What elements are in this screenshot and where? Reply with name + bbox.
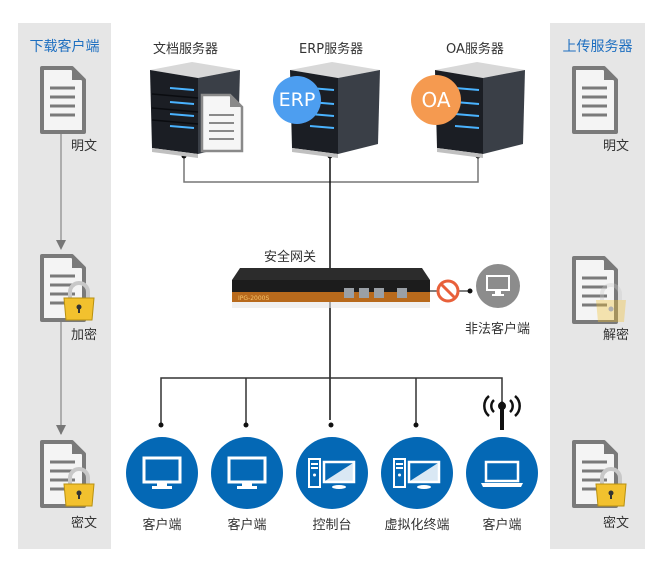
console-label: 控制台 xyxy=(312,518,352,533)
client-label-2: 客户端 xyxy=(227,518,267,533)
blocked-access-icon xyxy=(436,279,460,303)
ciphertext-document-icon xyxy=(38,440,95,508)
client-label-1: 客户端 xyxy=(142,518,182,533)
wireless-client-label: 客户端 xyxy=(482,518,522,533)
client-node-1[interactable] xyxy=(126,437,198,509)
right-panel-title: 上传服务器 xyxy=(562,39,633,55)
monitor-icon xyxy=(486,275,510,296)
server-label-document: 文档服务器 xyxy=(153,42,219,57)
gateway-label: 安全网关 xyxy=(264,250,317,265)
erp-badge-text: ERP xyxy=(278,89,316,111)
left-panel-title: 下载客户端 xyxy=(29,39,100,55)
wireless-signal-icon xyxy=(483,395,521,430)
plaintext-document-icon xyxy=(38,66,86,134)
desktop-pc-icon xyxy=(308,458,356,489)
left-step-label-plain: 明文 xyxy=(71,139,98,154)
right-step-label-plain: 明文 xyxy=(603,139,630,154)
oa-badge: OA xyxy=(411,75,461,125)
virtual-terminal-node[interactable] xyxy=(381,437,453,509)
ciphertext-document-icon xyxy=(570,440,627,508)
laptop-icon xyxy=(481,460,523,487)
console-node[interactable] xyxy=(296,437,368,509)
client-node-2[interactable] xyxy=(211,437,283,509)
faded-lock-icon xyxy=(596,283,626,322)
file-document-icon xyxy=(200,93,244,153)
illegal-client-node[interactable] xyxy=(476,264,520,308)
lock-icon xyxy=(595,467,627,507)
security-gateway-icon[interactable]: IPG-2000S xyxy=(232,268,430,310)
right-step-label-cipher: 密文 xyxy=(603,516,630,531)
lock-icon xyxy=(63,281,95,321)
left-step-label-encrypt: 加密 xyxy=(71,328,98,343)
erp-badge: ERP xyxy=(273,76,321,124)
right-step-label-decrypt: 解密 xyxy=(603,328,630,343)
server-label-oa: OA服务器 xyxy=(446,42,504,57)
gateway-model-text: IPG-2000S xyxy=(238,295,269,302)
illegal-client-label: 非法客户端 xyxy=(465,322,531,337)
monitor-icon xyxy=(227,456,267,489)
lock-icon xyxy=(63,467,95,507)
left-step-label-cipher: 密文 xyxy=(71,516,98,531)
monitor-icon xyxy=(142,456,182,489)
decrypting-document-icon xyxy=(570,256,626,324)
virtual-terminal-label: 虚拟化终端 xyxy=(384,518,450,533)
wireless-client-node[interactable] xyxy=(466,437,538,509)
oa-badge-text: OA xyxy=(421,88,451,112)
server-label-erp: ERP服务器 xyxy=(299,42,364,57)
desktop-pc-icon xyxy=(393,458,441,489)
encrypting-document-icon xyxy=(38,254,95,322)
plaintext-document-icon xyxy=(570,66,618,134)
